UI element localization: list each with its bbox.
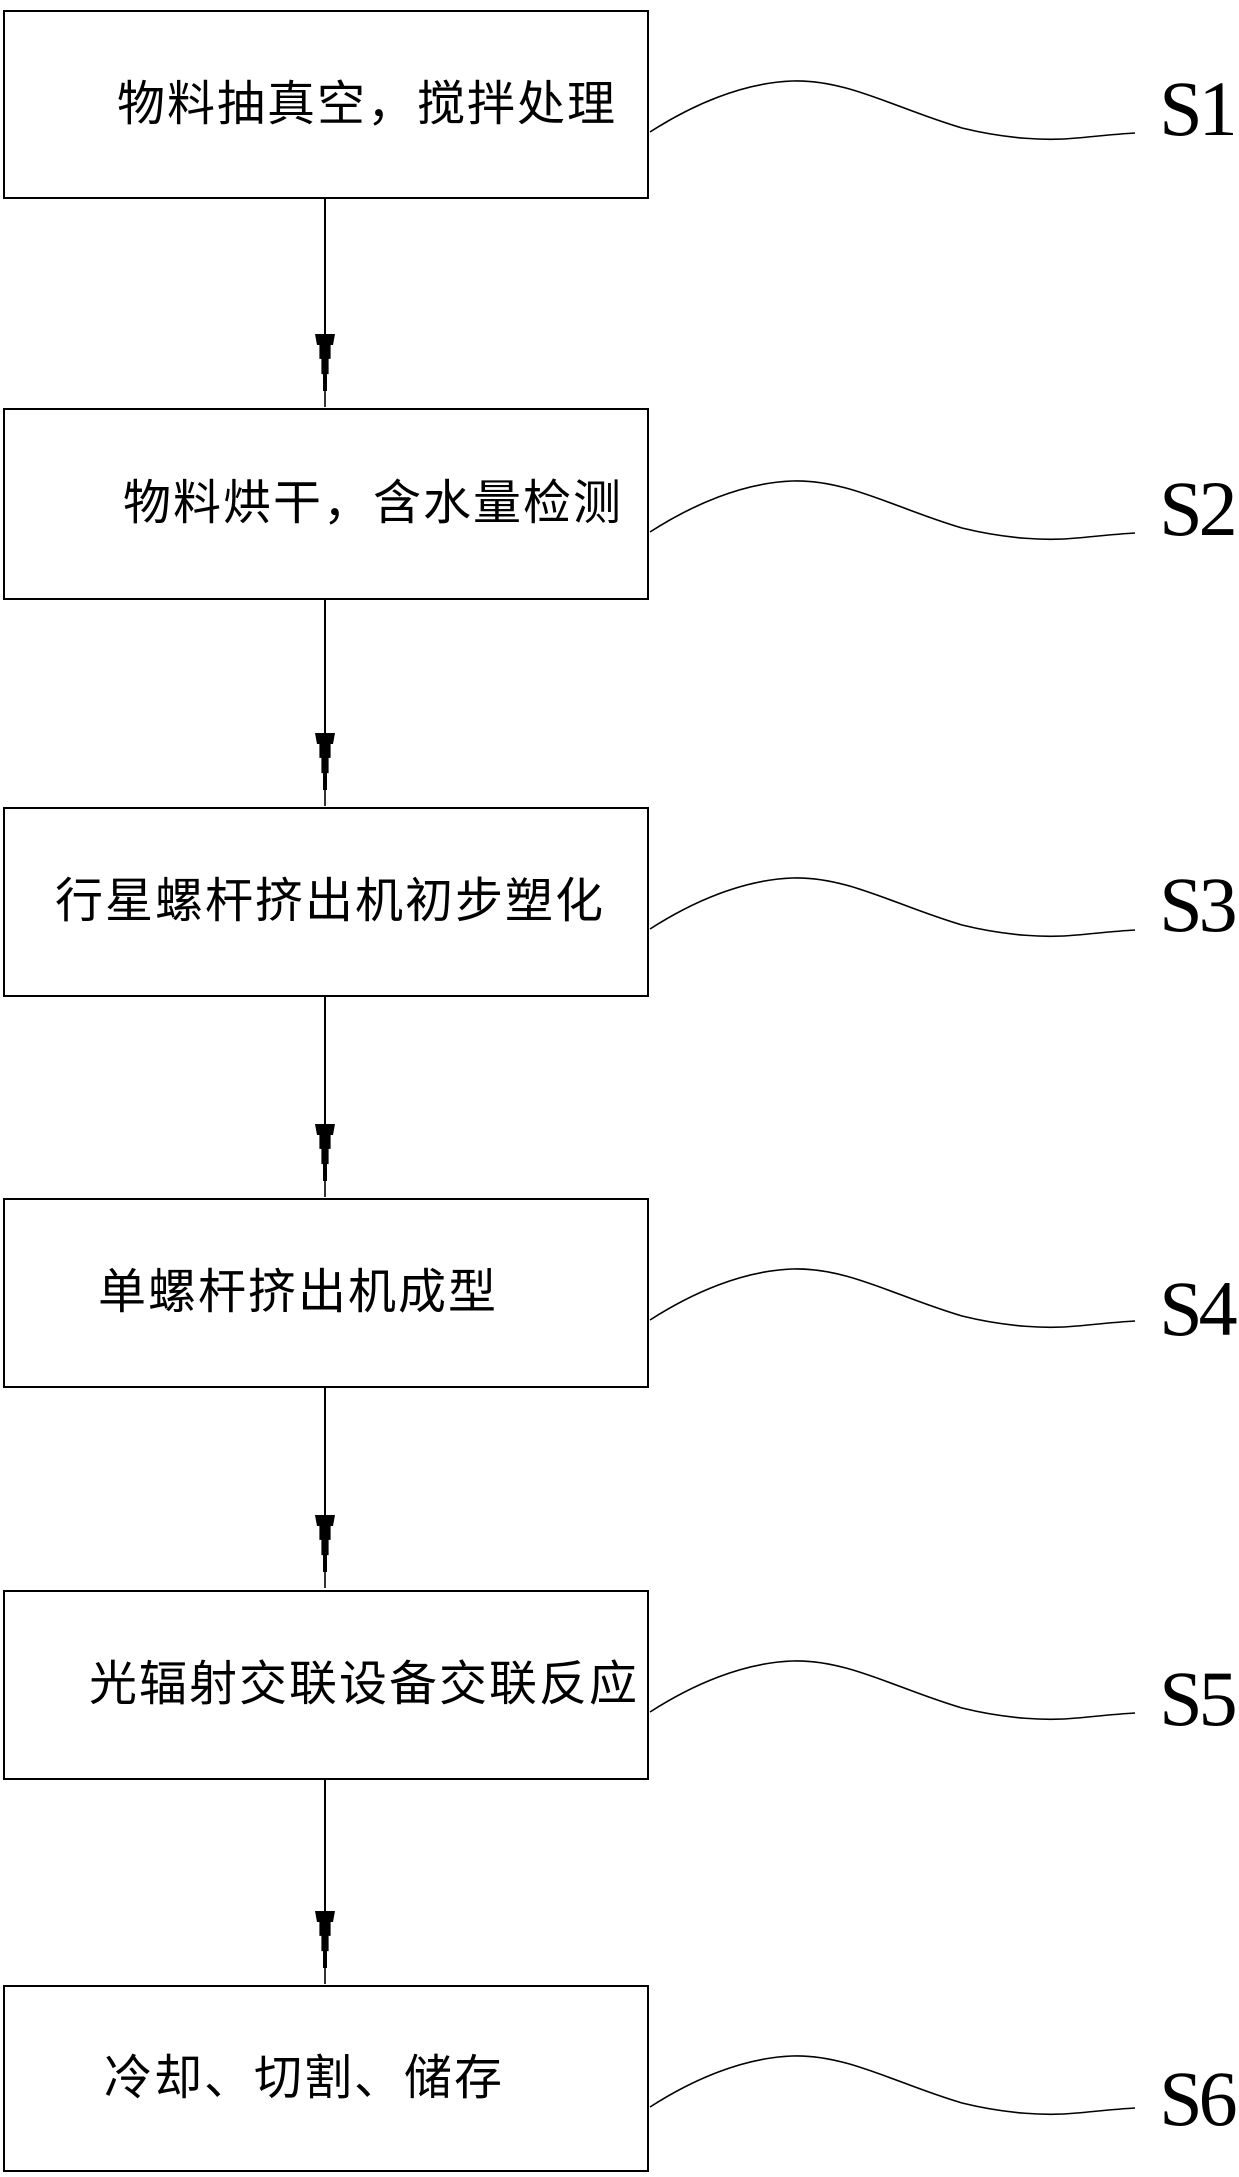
process-box-text: 光辐射交联设备交联反应 <box>89 1658 640 1711</box>
connector-curve <box>649 2055 1136 2116</box>
connector-curve <box>649 1660 1136 1721</box>
step-label: S5 <box>1159 1655 1237 1742</box>
arrow-head <box>315 334 335 407</box>
connector-curve <box>649 877 1136 938</box>
connector-curve <box>649 1268 1136 1329</box>
step-label: S6 <box>1159 2055 1237 2142</box>
down-arrow-icon <box>314 600 336 806</box>
down-arrow-icon <box>314 1780 336 1984</box>
process-box-text: 行星螺杆挤出机初步塑化 <box>55 875 606 928</box>
step-label: S3 <box>1159 861 1237 948</box>
down-arrow-icon <box>314 997 336 1197</box>
process-box: 冷却、切割、储存 <box>3 1985 649 2172</box>
process-box: 物料抽真空，搅拌处理 <box>3 10 649 199</box>
arrow-stem <box>324 600 326 733</box>
process-box-text: 物料抽真空，搅拌处理 <box>117 77 618 131</box>
process-box-text: 单螺杆挤出机成型 <box>98 1266 499 1319</box>
process-box-text: 物料烘干，含水量检测 <box>123 477 624 530</box>
step-label: S4 <box>1159 1265 1237 1352</box>
arrow-stem <box>324 997 326 1124</box>
arrow-stem <box>324 199 326 334</box>
down-arrow-icon <box>314 1388 336 1588</box>
arrow-head <box>315 1124 335 1197</box>
arrow-stem <box>324 1388 326 1515</box>
connector-curve <box>649 80 1136 141</box>
process-box: 行星螺杆挤出机初步塑化 <box>3 807 649 997</box>
process-box-text: 冷却、切割、储存 <box>104 2051 505 2105</box>
arrow-head <box>315 1911 335 1984</box>
process-box: 单螺杆挤出机成型 <box>3 1198 649 1388</box>
process-box: 光辐射交联设备交联反应 <box>3 1590 649 1780</box>
process-box: 物料烘干，含水量检测 <box>3 408 649 600</box>
arrow-stem <box>324 1780 326 1911</box>
arrow-head <box>315 733 335 806</box>
down-arrow-icon <box>314 199 336 407</box>
step-label: S2 <box>1159 465 1237 552</box>
arrow-head <box>315 1515 335 1588</box>
step-label: S1 <box>1159 65 1237 152</box>
connector-curve <box>649 480 1136 541</box>
